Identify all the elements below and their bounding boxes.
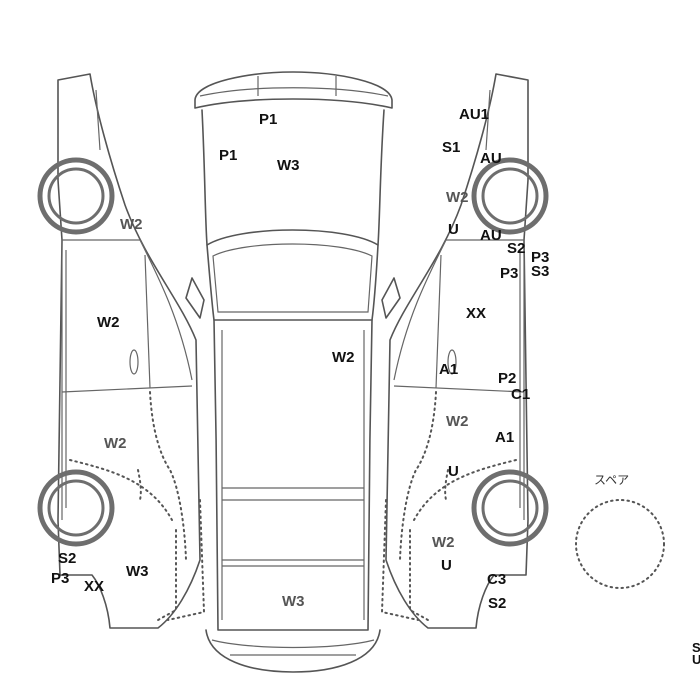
code-c3-front-bumper: C3 (487, 571, 506, 588)
code-a1-door-handle: A1 (439, 361, 458, 378)
code-xx-front-bumper: XX (84, 578, 104, 595)
code-w2-rear-fender: W2 (120, 216, 143, 233)
code-w3-front: W3 (282, 593, 305, 610)
code-s2-front-bumper: S2 (58, 550, 76, 567)
code-w2-rear-door: W2 (97, 314, 120, 331)
code-w2-roof: W2 (332, 349, 355, 366)
code-s2-rear: S2 (507, 240, 525, 257)
code-s2-front-bumper: S2 (488, 595, 506, 612)
code-u-sill: U (448, 463, 459, 480)
code-p3-rear-a: P3 (531, 249, 549, 266)
code-p3-rear-b: P3 (500, 265, 518, 282)
spare-tyre: スペア (575, 473, 665, 589)
code-au1: AU1 (459, 106, 489, 123)
code-p1-left: P1 (219, 147, 237, 164)
left-side-view-car (37, 73, 206, 629)
code-a1-front-door: A1 (495, 429, 514, 446)
code-au-upper: AU (480, 150, 502, 167)
code-xx-rear-door: XX (466, 305, 486, 322)
spare-label: スペア (594, 473, 629, 487)
code-s1: S1 (442, 139, 460, 156)
edge-marker-line2: U (692, 652, 700, 667)
code-u-front-fender: U (441, 557, 452, 574)
code-w3-rear: W3 (277, 157, 300, 174)
code-c1: C1 (511, 386, 530, 403)
code-w3-front-fender: W3 (126, 563, 149, 580)
edge-marker-line1: S (692, 640, 700, 655)
code-w2-front-door: W2 (104, 435, 127, 452)
top-view-car (185, 71, 401, 673)
code-p2: P2 (498, 370, 516, 387)
code-p1-top: P1 (259, 111, 277, 128)
code-w2-rear-wheel: W2 (446, 189, 469, 206)
code-s3-rear: S3 (531, 263, 549, 280)
code-w2-front-fender: W2 (432, 534, 455, 551)
right-side-view-car (380, 73, 549, 629)
code-u-rear-wheel: U (448, 221, 459, 238)
code-au-lower: AU (480, 227, 502, 244)
code-w2-front-door: W2 (446, 413, 469, 430)
code-p3-front-bumper: P3 (51, 570, 69, 587)
